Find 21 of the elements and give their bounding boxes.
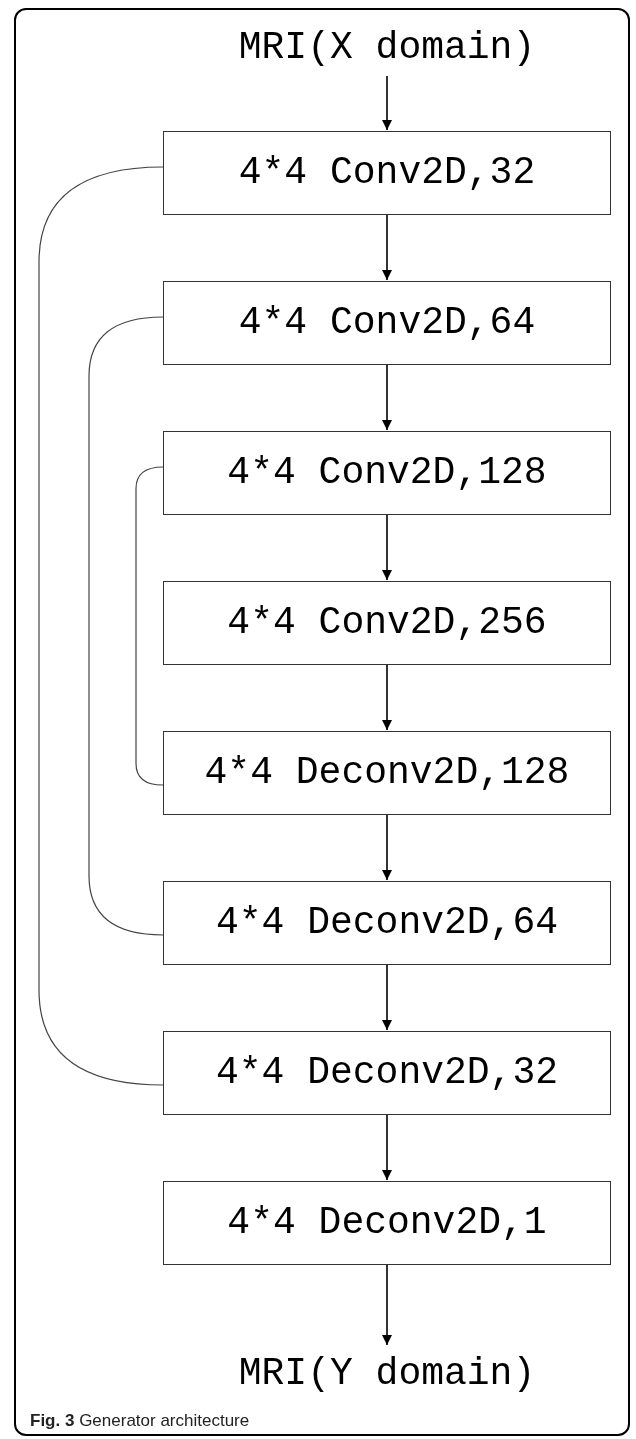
arrow [382,514,392,581]
layer-box: 4*4 Deconv2D,1 [163,1181,611,1265]
arrow [382,814,392,881]
arrow [382,1264,392,1346]
layer-box: 4*4 Deconv2D,64 [163,881,611,965]
layer-box: 4*4 Conv2D,32 [163,131,611,215]
skip-connection [38,166,164,1086]
layer-box: 4*4 Deconv2D,32 [163,1031,611,1115]
skip-connection [135,466,164,786]
layer-box: 4*4 Conv2D,256 [163,581,611,665]
arrow [382,1114,392,1181]
layer-box: 4*4 Conv2D,128 [163,431,611,515]
arrow [382,364,392,431]
arrow [382,214,392,281]
layer-box: 4*4 Deconv2D,128 [163,731,611,815]
arrow [382,75,392,131]
skip-connection [88,316,164,936]
arrow [382,964,392,1031]
layer-box: 4*4 Conv2D,64 [163,281,611,365]
figure-caption: Fig. 3 Generator architecture [30,1410,250,1432]
arrow [382,664,392,731]
